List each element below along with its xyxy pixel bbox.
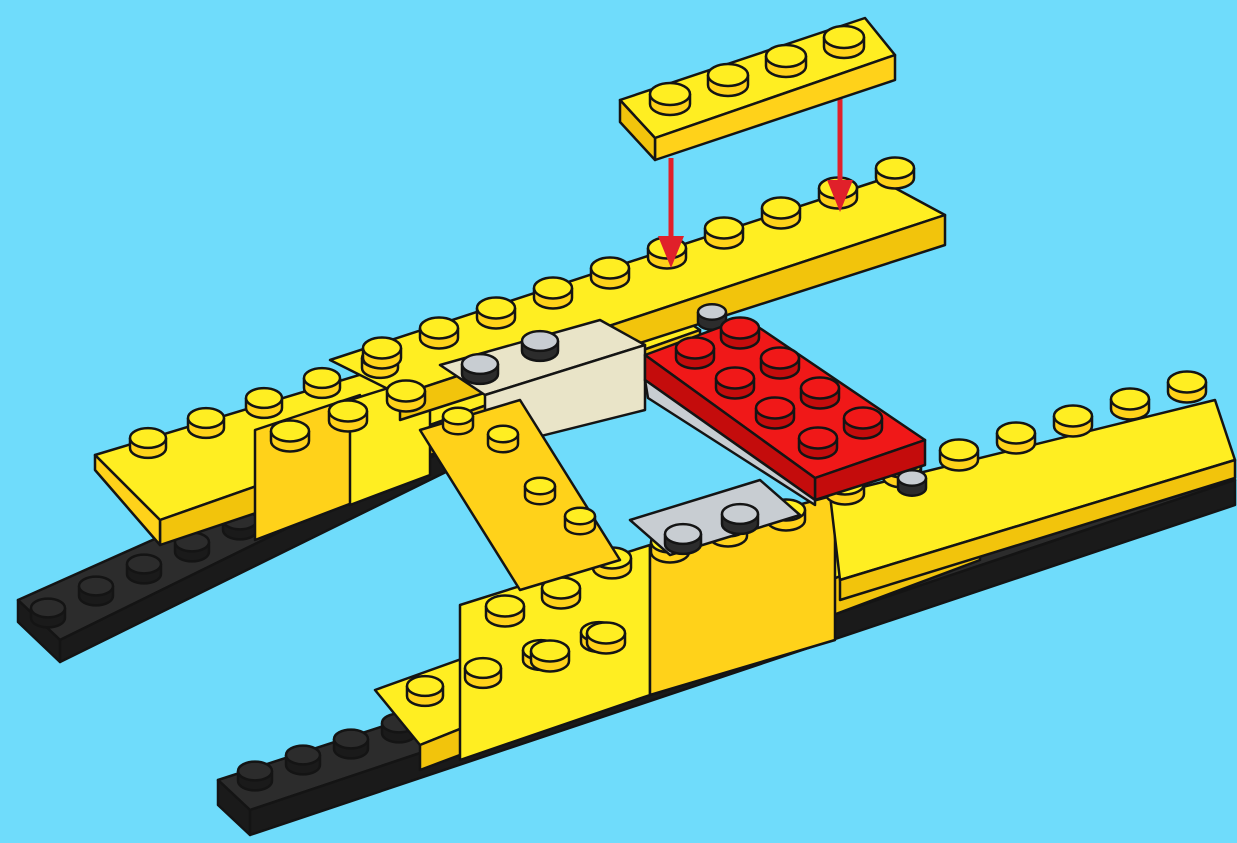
stud — [824, 26, 864, 58]
stud — [705, 218, 743, 249]
stud — [844, 408, 882, 439]
stud — [304, 368, 340, 398]
stud — [650, 83, 690, 115]
stud — [188, 408, 224, 438]
stud — [329, 401, 367, 432]
stud — [756, 398, 794, 429]
stud — [477, 298, 515, 329]
stud — [127, 555, 161, 584]
stud — [271, 421, 309, 452]
stud — [31, 599, 65, 628]
stud — [130, 428, 166, 458]
stud — [876, 158, 914, 189]
stud — [722, 504, 758, 534]
stud — [591, 258, 629, 289]
stud — [708, 64, 748, 96]
stud — [534, 278, 572, 309]
stud — [766, 45, 806, 77]
stud — [531, 641, 569, 672]
stud — [79, 577, 113, 606]
stud — [286, 746, 320, 775]
stud — [587, 623, 625, 654]
stud — [665, 524, 701, 554]
stud — [799, 428, 837, 459]
stud — [716, 368, 754, 399]
stud — [565, 508, 595, 535]
stud — [420, 318, 458, 349]
stud — [525, 478, 555, 505]
stud — [761, 348, 799, 379]
stud — [997, 423, 1035, 454]
stud — [1111, 389, 1149, 420]
stud — [762, 198, 800, 229]
stud — [1168, 372, 1206, 403]
stud — [898, 470, 926, 495]
stud — [1054, 406, 1092, 437]
stud — [488, 426, 518, 453]
stud — [387, 381, 425, 412]
stud — [522, 331, 558, 361]
stud — [443, 408, 473, 435]
stud — [676, 338, 714, 369]
stud — [334, 730, 368, 759]
stud — [721, 318, 759, 349]
stud — [940, 440, 978, 471]
stud — [465, 658, 501, 688]
stud — [238, 762, 272, 791]
stud — [462, 354, 498, 384]
stud — [486, 596, 524, 627]
stud — [801, 378, 839, 409]
stud — [246, 388, 282, 418]
stud — [407, 676, 443, 706]
stud — [363, 338, 401, 369]
